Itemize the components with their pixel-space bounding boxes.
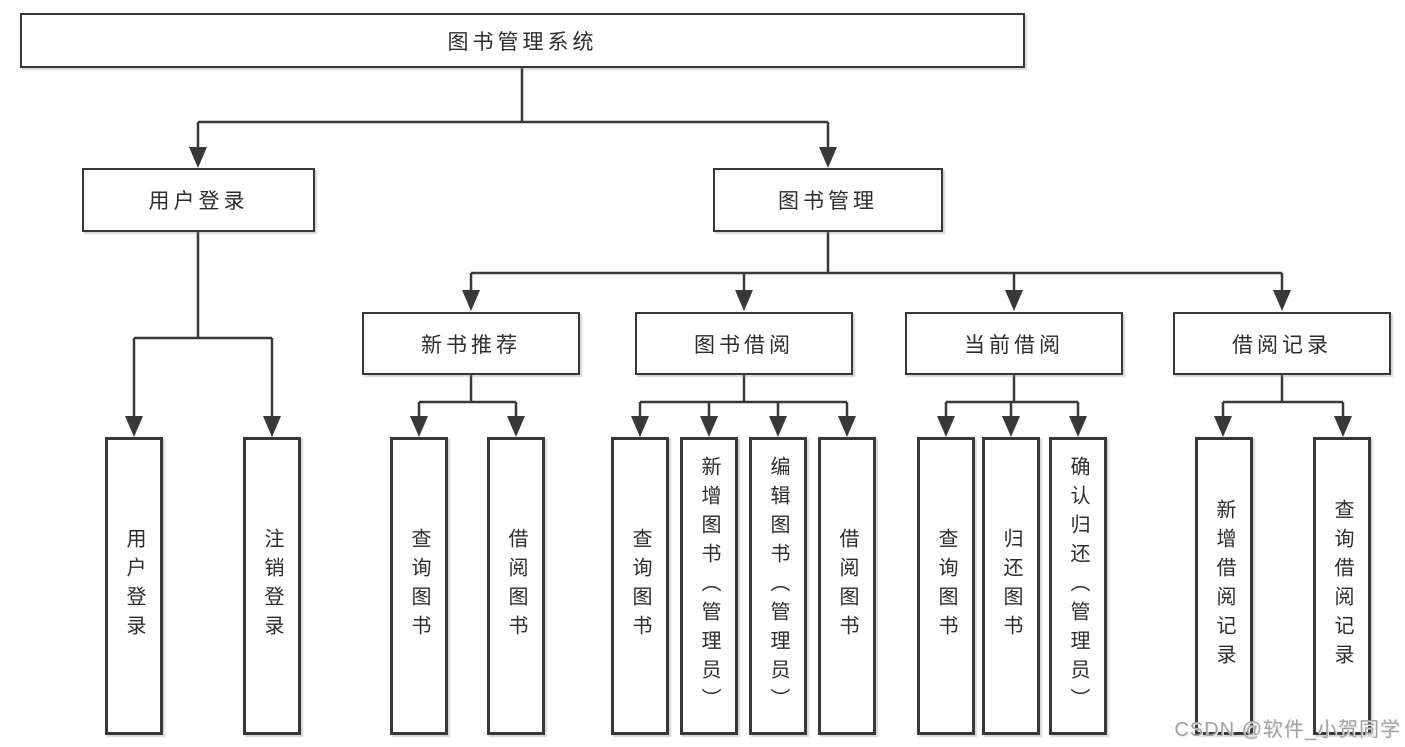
node-label: 新增借阅记录 [1213,499,1235,673]
node-label: 查询图书 [629,528,651,644]
node-current-borrow: 当前借阅 [905,312,1123,375]
arrowhead [937,416,955,437]
arrowhead [263,416,281,437]
connector-userlogin-to-leaves [132,232,274,419]
arrowhead [838,416,856,437]
node-new-book-recommend: 新书推荐 [362,312,580,375]
node-label: 当前借阅 [964,333,1064,357]
node-label: 新增图书（管理员） [698,455,720,717]
leaf-add-borrow-record: 新增借阅记录 [1195,437,1253,735]
arrowheads [125,147,1352,437]
node-label: 借阅记录 [1232,333,1332,357]
leaf-borrow-book: 借阅图书 [818,437,876,735]
leaf-return-book: 归还图书 [982,437,1040,735]
node-label: 查询图书 [935,528,957,644]
arrowhead [462,290,480,311]
node-label: 图书借阅 [694,333,794,357]
node-label: 用户登录 [148,190,249,213]
arrowhead [1069,416,1087,437]
arrowhead [507,416,525,437]
leaf-query-borrow-record: 查询借阅记录 [1313,437,1371,735]
arrowhead [1005,290,1023,311]
connector-root-to-level2 [196,68,830,150]
arrowhead [819,147,837,168]
connector-bookborrow-to-leaves [638,375,849,419]
node-root: 图书管理系统 [20,13,1025,68]
node-book-management: 图书管理 [713,168,943,232]
leaf-confirm-return-admin: 确认归还（管理员） [1049,437,1107,735]
arrowhead [189,147,207,168]
arrowhead [700,416,718,437]
node-label: 图书管理系统 [447,30,598,54]
arrowhead [1334,416,1352,437]
arrowhead [735,290,753,311]
arrowhead [1214,416,1232,437]
leaf-current-query-book: 查询图书 [917,437,975,735]
node-user-login: 用户登录 [82,168,315,232]
leaf-borrow-query-book: 查询图书 [611,437,669,735]
node-label: 新书推荐 [421,333,521,357]
leaf-recommend-borrow-book: 借阅图书 [487,437,545,735]
leaf-edit-book-admin: 编辑图书（管理员） [749,437,807,735]
arrowhead [1273,290,1291,311]
connector-newbook-to-leaves [417,375,518,419]
node-label: 查询借阅记录 [1331,499,1353,673]
connector-borrowrecord-to-leaves [1221,375,1345,419]
node-label: 查询图书 [408,528,430,644]
csdn-watermark: CSDN @软件_小贺同学 [1174,719,1401,741]
node-label: 确认归还（管理员） [1067,455,1089,717]
node-book-borrow: 图书借阅 [635,312,853,375]
node-label: 注销登录 [261,528,283,644]
node-label: 借阅图书 [505,528,527,644]
node-label: 归还图书 [1000,528,1022,644]
arrowhead [769,416,787,437]
arrowhead [1002,416,1020,437]
leaf-recommend-query-book: 查询图书 [390,437,448,735]
node-label: 用户登录 [123,528,145,644]
leaf-user-login: 用户登录 [105,437,163,735]
node-label: 编辑图书（管理员） [767,455,789,717]
arrowhead [631,416,649,437]
arrowhead [410,416,428,437]
node-label: 图书管理 [778,190,878,213]
node-borrow-record: 借阅记录 [1173,312,1391,375]
connector-currentborrow-to-leaves [944,375,1080,419]
leaf-add-book-admin: 新增图书（管理员） [680,437,738,735]
arrowhead [125,416,143,437]
leaf-logout: 注销登录 [243,437,301,735]
node-label: 借阅图书 [836,528,858,644]
connector-bookmgmt-to-level3 [469,232,1284,293]
